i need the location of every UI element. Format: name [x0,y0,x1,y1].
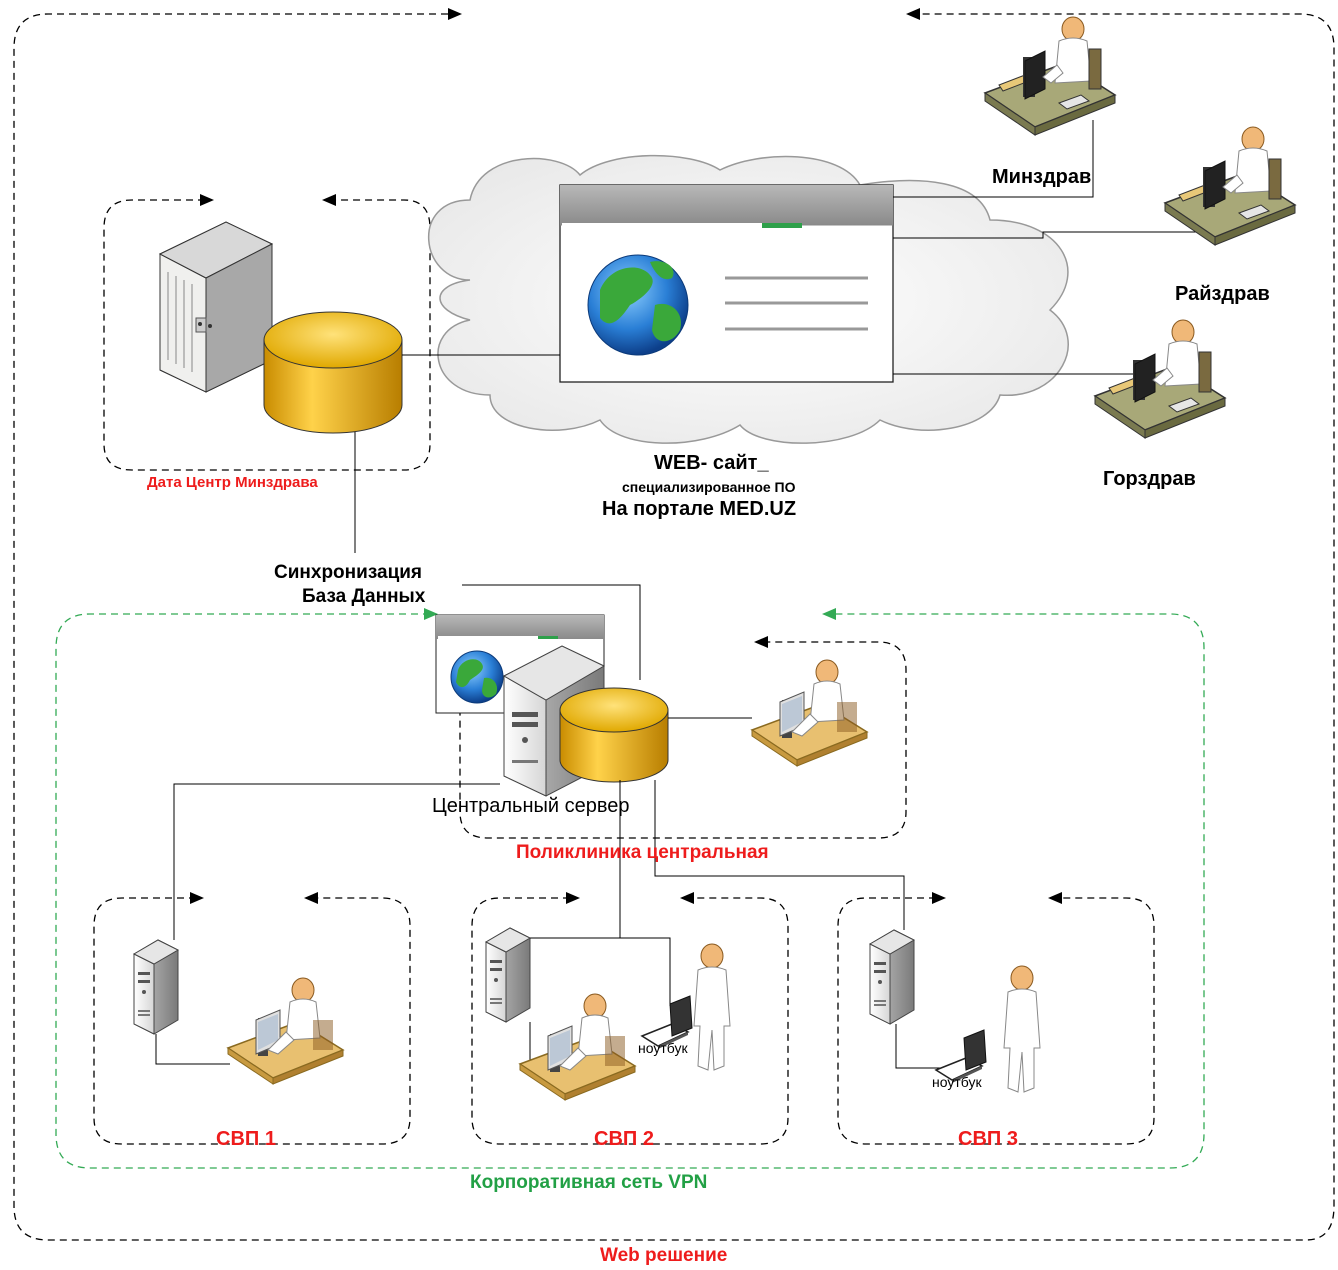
rack-server-icon [158,221,274,393]
raizdrav-label: Райздрав [1175,283,1270,305]
gorzdrav-label: Горздрав [1103,468,1196,490]
arrow-left [906,8,920,20]
svp3-standing-person-icon [1003,965,1041,1093]
svp1-border [93,897,411,1145]
specialized-software-label: специализированное ПО [622,479,796,495]
portal-label: На портале MED.UZ [602,498,797,520]
arrow-right [200,194,214,206]
connection-line [155,1034,230,1065]
arrow-left [680,892,694,904]
central-server-label: Центральный сервер [432,795,630,817]
polyclinic-workstation-icon [751,659,868,767]
arrow-right [566,892,580,904]
database-icon [263,311,403,434]
web-solution-border [13,13,1335,1241]
arrow-right [932,892,946,904]
arrow-left [304,892,318,904]
arrow-left [822,608,836,620]
svp1-server-icon [133,939,179,1035]
arrow-left [754,636,768,648]
svp2-standing-person-icon [693,943,731,1071]
arrow-right [424,608,438,620]
arrow-right [190,892,204,904]
connection-line [530,937,671,1006]
datacenter-label: Дата Центр Минздрава [147,474,318,491]
raizdrav-workstation-icon [1164,126,1296,246]
svp1-label: СВП 1 [216,1128,276,1150]
svp1-workstation-icon [227,977,344,1085]
svp3-border [837,897,1155,1145]
minzdrav-label: Минздрав [992,166,1092,188]
svp3-laptop-label: ноутбук [932,1074,982,1090]
svp2-label: СВП 2 [594,1128,654,1150]
polyclinic-label: Поликлиника центральная [516,842,769,863]
connection-line [893,120,1094,198]
web-solution-label: Web решение [600,1245,728,1266]
arrow-right [448,8,462,20]
svp3-label: СВП 3 [958,1128,1018,1150]
website-window-icon [559,184,894,383]
arrow-left [322,194,336,206]
svp2-workstation-icon [519,993,636,1101]
svp3-server-icon [869,929,915,1025]
connection-line [654,780,905,930]
vpn-border [55,613,1205,1169]
globe-icon [587,254,689,356]
gorzdrav-workstation-icon [1094,319,1226,439]
svp2-border [471,897,789,1145]
arrow-left [1048,892,1062,904]
svp2-server-icon [485,927,531,1023]
svp2-laptop-label: ноутбук [638,1040,688,1056]
central-database-icon [559,687,669,783]
sync-label-line2: База Данных [302,586,426,607]
web-site-label: WEB- сайт_ [654,452,769,474]
sync-label-line1: Синхронизация [274,562,423,583]
vpn-label: Корпоративная сеть VPN [470,1172,708,1193]
connection-line [893,231,1220,239]
sync-line [462,584,641,680]
minzdrav-workstation-icon [984,16,1116,136]
connection-line [895,1024,944,1069]
connection-line [173,783,500,940]
